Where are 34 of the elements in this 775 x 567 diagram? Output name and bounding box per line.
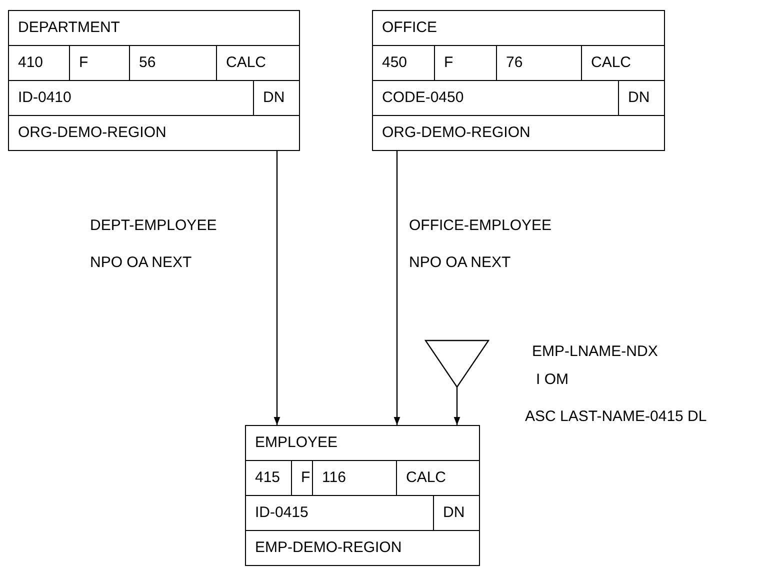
record-field: DN: [433, 496, 479, 530]
arrow: [454, 387, 460, 425]
record-field: ID-0410: [9, 81, 253, 115]
index-label: EMP-LNAME-NDX: [532, 342, 658, 362]
record-field: 415: [246, 461, 291, 495]
record-field: 56: [129, 46, 216, 80]
index-triangle: [425, 340, 489, 387]
record-field: 116: [312, 461, 396, 495]
record-field: DN: [618, 81, 664, 115]
record-field: F: [291, 461, 312, 495]
index-label: I OM: [536, 370, 568, 390]
record-box: [8, 10, 300, 151]
record-name: DEPARTMENT: [17, 18, 121, 38]
record-field: CODE-0450: [373, 81, 618, 115]
record-name: EMPLOYEE: [254, 432, 339, 453]
record-field: F: [69, 46, 129, 80]
record-name: OFFICE: [381, 18, 438, 38]
index-label: ASC LAST-NAME-0415 DL: [525, 407, 707, 427]
record-field: ORG-DEMO-REGION: [373, 116, 664, 150]
arrow: [274, 150, 280, 425]
record-field: EMP-DEMO-REGION: [246, 531, 479, 565]
record-field: 410: [9, 46, 69, 80]
record-field: CALC: [396, 461, 479, 495]
record-box: [245, 425, 480, 566]
record-box: [372, 10, 665, 151]
record-field: F: [434, 46, 496, 80]
record-field: 450: [373, 46, 434, 80]
record-field: ORG-DEMO-REGION: [9, 116, 299, 150]
record-field: ID-0415: [246, 496, 433, 530]
record-field: CALC: [216, 46, 299, 80]
record-field: DN: [253, 81, 299, 115]
record-field: CALC: [581, 46, 664, 80]
arrow: [394, 150, 400, 425]
record-field: 76: [496, 46, 581, 80]
